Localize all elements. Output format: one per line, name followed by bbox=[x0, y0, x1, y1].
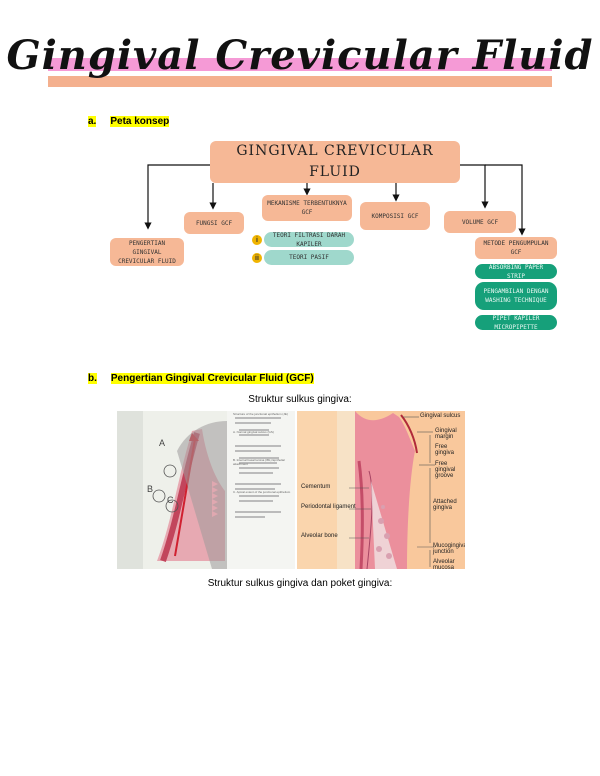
figure-notes: Structure of the junctional epithelium (… bbox=[233, 412, 293, 494]
label-c: C bbox=[167, 495, 174, 505]
concept-komposisi: Komposisi GCF bbox=[360, 202, 430, 230]
concept-teori-pasif: Teori Pasif bbox=[264, 250, 354, 265]
label-a: A bbox=[159, 438, 166, 448]
label-gingival-sulcus: Gingival sulcus bbox=[420, 413, 461, 419]
concept-volume: Volume GCF bbox=[444, 211, 516, 233]
label-free-gingiva: Free gingiva bbox=[435, 444, 455, 456]
note-4: C. Apical extent of the junctional epith… bbox=[233, 489, 291, 494]
note-2: A. Normal gingival sulcus (GS) bbox=[233, 429, 274, 434]
figure1-caption: Struktur sulkus gingiva: bbox=[248, 394, 352, 405]
section-a-heading: a. Peta konsep bbox=[88, 116, 170, 127]
arrow-to-volume bbox=[460, 164, 489, 209]
concept-pengertian: Pengertian Gingival Crevicular Fluid bbox=[110, 238, 184, 266]
label-cementum: Cementum bbox=[301, 484, 331, 490]
concept-root: Gingival Crevicular Fluid bbox=[210, 141, 460, 183]
label-free-gingival-groove: Free gingival groove bbox=[435, 461, 456, 479]
concept-metode: Metode Pengumpulan GCF bbox=[475, 237, 557, 259]
section-b-label: Pengertian Gingival Crevicular Fluid (GC… bbox=[110, 373, 314, 384]
label-alveolar-mucosa: Alveolar mucosa bbox=[433, 559, 455, 569]
label-mucogingival-junction: Mucogingival junction bbox=[433, 543, 465, 555]
note-3: B. Internal basal lamina (IBL) Epithelia… bbox=[233, 457, 285, 466]
label-periodontal-ligament: Periodontal ligament bbox=[301, 504, 356, 510]
title-highlight-pink bbox=[48, 58, 552, 71]
concept-absorbing-paper: Absorbing Paper Strip bbox=[475, 264, 557, 280]
section-a-label: Peta konsep bbox=[110, 116, 170, 127]
concept-washing-technique: Pengambilan dengan Washing Technique bbox=[475, 282, 557, 310]
marker-i: i bbox=[252, 235, 262, 245]
label-alveolar-bone: Alveolar bone bbox=[301, 533, 338, 539]
concept-mekanisme: Mekanisme Terbentuknya GCF bbox=[262, 195, 352, 221]
page-title: Gingival Crevicular Fluid bbox=[6, 32, 594, 79]
label-gingival-margin: Gingival margin bbox=[435, 428, 457, 440]
concept-fungsi: Fungsi GCF bbox=[184, 212, 244, 234]
section-b-heading: b. Pengertian Gingival Crevicular Fluid (… bbox=[88, 373, 314, 384]
title-highlight-peach bbox=[48, 76, 552, 87]
label-b: B bbox=[147, 484, 154, 494]
concept-pipet-kapiler: Pipet Kapiler Micropipette bbox=[475, 315, 557, 331]
label-attached-gingiva: Attached gingiva bbox=[433, 499, 457, 511]
section-b-number: b. bbox=[88, 373, 97, 384]
section-a-number: a. bbox=[88, 116, 97, 127]
concept-teori-filtrasi: Teori Filtrasi Darah Kapiler bbox=[264, 232, 354, 248]
figure2-caption: Struktur sulkus gingiva dan poket gingiv… bbox=[207, 578, 393, 589]
arrow-to-metode bbox=[485, 164, 526, 236]
gingival-anatomy-figure: Gingival sulcus Gingival margin Free gin… bbox=[297, 411, 465, 569]
marker-ii: ii bbox=[252, 253, 262, 263]
arrow-to-pengertian bbox=[144, 164, 210, 230]
junctional-epithelium-figure: A B C Structure of the junctional epithe… bbox=[117, 411, 295, 569]
note-1: Structure of the junctional epithelium (… bbox=[233, 412, 288, 416]
